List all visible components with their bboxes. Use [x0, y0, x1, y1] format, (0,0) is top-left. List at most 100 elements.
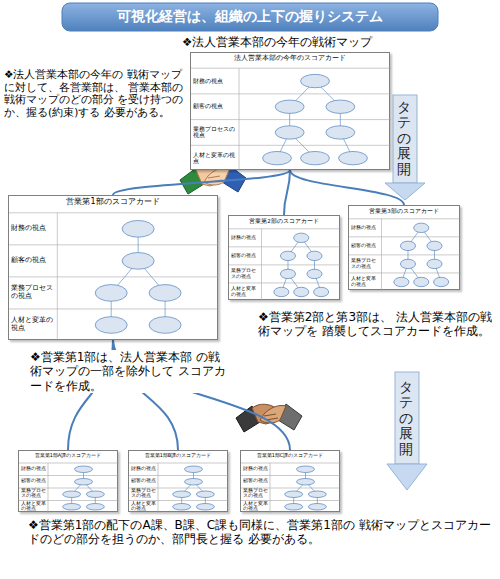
map-objective [307, 269, 322, 278]
map-objective [285, 504, 303, 511]
perspective-label: 財務の視点 [131, 467, 156, 472]
perspective-label: 人材と変革の視点 [131, 502, 156, 512]
map-objective [185, 479, 203, 486]
map-objective [275, 126, 304, 139]
note-text: ❖営業第2部と第3部は、 法人営業本部の戦術マップを 踏襲してスコアカードを作成… [258, 310, 496, 339]
perspective-label: 業務プロセスの視点 [21, 489, 46, 499]
row-divider [19, 475, 119, 476]
map-objective [75, 479, 93, 486]
connector-line [284, 170, 290, 215]
down-arrow [385, 95, 425, 200]
perspective-label: 人材と変革の視点 [193, 152, 237, 165]
perspective-label: 財務の視点 [11, 225, 55, 233]
map-objective [263, 151, 292, 164]
map-objective [326, 126, 355, 139]
map-objective [95, 285, 127, 302]
note-text: ❖営業第1部は、法人営業本部 の戦術マップの一部を除外して スコアカードを作成。 [30, 350, 226, 393]
map-objective [308, 504, 326, 511]
map-objective [400, 259, 415, 268]
row-divider [9, 308, 219, 309]
perspective-label: 財務の視点 [351, 225, 379, 231]
scorecard-title: 営業第3部のスコアカード [349, 208, 459, 214]
map-objective [149, 317, 181, 334]
map-objective [196, 504, 214, 511]
map-objective [274, 287, 289, 296]
perspective-label: 顧客の視点 [243, 479, 268, 484]
map-objective [297, 479, 315, 486]
scorecard-box: 営業第2部のスコアカード財務の視点顧客の視点業務プロセスの視点人材と変革の視点 [228, 215, 340, 300]
row-divider [129, 463, 229, 464]
scorecard-title: 営業第2部のスコアカード [229, 218, 339, 224]
map-objective [294, 287, 309, 296]
map-objective [301, 74, 330, 87]
map-objective [294, 233, 309, 242]
perspective-label: 財務の視点 [231, 235, 259, 241]
map-objective [307, 251, 322, 260]
map-objective [285, 491, 303, 498]
map-objective [173, 504, 191, 511]
map-objective [400, 241, 415, 250]
perspective-label: 顧客の視点 [231, 253, 259, 259]
perspective-label: 財務の視点 [21, 467, 46, 472]
connector-line [290, 170, 404, 205]
map-objective [297, 466, 315, 473]
row-divider [9, 276, 219, 277]
column-divider [57, 213, 58, 341]
hand [260, 405, 286, 423]
direction-label: タテの展開 [397, 100, 411, 177]
perspective-label: 業務プロセスの視点 [231, 268, 259, 279]
perspective-label: 財務の視点 [243, 467, 268, 472]
perspective-label: 業務プロセスの視点 [351, 258, 379, 269]
row-divider [191, 119, 391, 120]
down-arrow [387, 372, 427, 490]
scorecard-box: 営業第3部のスコアカード財務の視点顧客の視点業務プロセスの視点人材と変革の視点 [348, 205, 460, 290]
row-divider [349, 254, 461, 255]
scorecard-title: 法人営業本部の今年のスコアカード [191, 55, 389, 63]
map-objective [275, 100, 304, 113]
note-text: ❖法人営業本部の今年の戦術マップ [182, 36, 412, 50]
map-objective [280, 251, 295, 260]
perspective-label: 業務プロセスの視点 [193, 126, 237, 139]
perspective-label: 人材と変革の視点 [243, 502, 268, 512]
map-objective [301, 151, 330, 164]
scorecard-title: 営業第1部A課のスコアカード [19, 453, 117, 459]
perspective-label: 顧客の視点 [193, 103, 237, 110]
perspective-label: 人材と変革の視点 [21, 502, 46, 512]
map-objective [173, 491, 191, 498]
map-objective [63, 491, 81, 498]
row-divider [9, 244, 219, 245]
scorecard-box: 営業第1部C課のスコアカード財務の視点顧客の視点業務プロセスの視点人材と変革の視… [240, 450, 340, 512]
map-objective [394, 277, 409, 286]
row-divider [191, 93, 391, 94]
map-objective [427, 241, 442, 250]
map-objective [122, 253, 154, 270]
perspective-label: 顧客の視点 [351, 243, 379, 249]
map-objective [185, 466, 203, 473]
perspective-label: 業務プロセスの視点 [11, 285, 55, 300]
map-objective [86, 491, 104, 498]
perspective-label: 人材と変革の視点 [231, 286, 259, 297]
map-objective [196, 491, 214, 498]
map-objective [149, 285, 181, 302]
scorecard-title: 営業第1部のスコアカード [9, 198, 217, 207]
map-objective [326, 100, 355, 113]
perspective-label: 人材と変革の視点 [11, 317, 55, 332]
map-objective [63, 504, 81, 511]
connector-line [113, 170, 290, 195]
title-banner [62, 3, 438, 31]
row-divider [229, 264, 341, 265]
perspective-label: 顧客の視点 [131, 479, 156, 484]
map-objective [427, 259, 442, 268]
map-objective [434, 277, 449, 286]
row-divider [229, 246, 341, 247]
perspective-label: 顧客の視点 [21, 479, 46, 484]
column-divider [158, 463, 159, 513]
note-text: ❖法人営業本部の今年の 戦術マップに対して、各営業部は、 営業本部の戦術マップの… [4, 68, 186, 119]
row-divider [241, 475, 341, 476]
perspective-label: 業務プロセスの視点 [243, 489, 268, 499]
column-divider [261, 229, 262, 301]
row-divider [349, 218, 461, 219]
row-divider [191, 145, 391, 146]
column-divider [270, 463, 271, 513]
